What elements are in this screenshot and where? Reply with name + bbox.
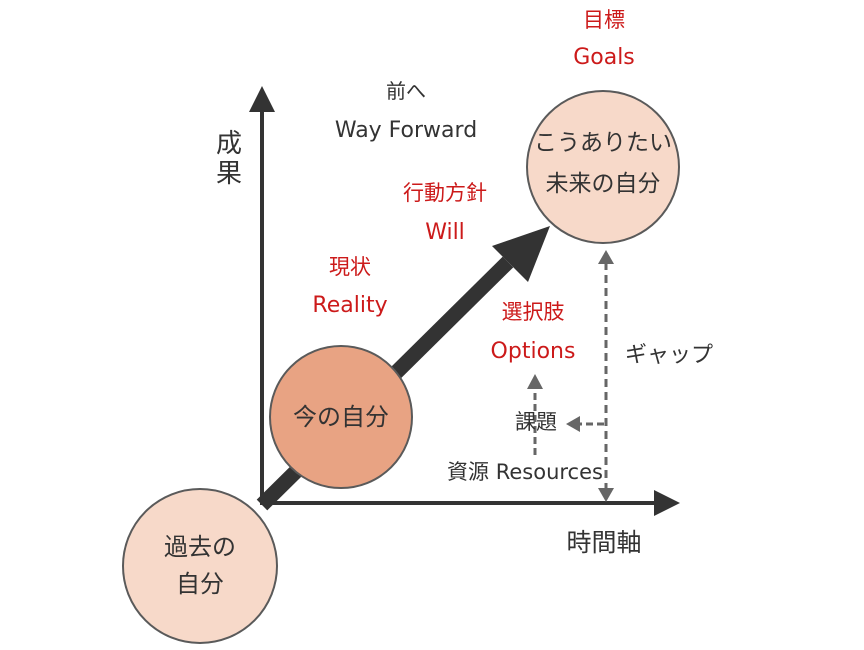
future-self-circle	[526, 90, 680, 244]
past-self-label-line2: 自分	[176, 570, 224, 598]
past-self-circle	[122, 488, 278, 644]
resources-label: 資源 Resources	[447, 460, 603, 484]
past-self-label-line1: 過去の	[164, 533, 236, 561]
x-axis-arrowhead	[654, 490, 680, 516]
reality-label-ja: 現状	[329, 255, 371, 279]
options-label-en: Options	[490, 339, 576, 364]
future-self-label-line2: 未来の自分	[545, 171, 661, 197]
y-axis-label: 成果	[215, 129, 242, 189]
options-arrowhead	[527, 374, 543, 389]
present-self-circle	[269, 345, 413, 489]
x-axis-label: 時間軸	[566, 528, 642, 557]
gap-arrowhead-top	[598, 250, 614, 264]
goals-label-ja: 目標	[583, 8, 625, 32]
gap-arrowhead-bottom	[598, 488, 614, 502]
issue-label: 課題	[515, 410, 557, 434]
way-forward-label-ja: 前へ	[386, 79, 426, 103]
reality-label-en: Reality	[312, 293, 388, 318]
will-arrow-head	[492, 226, 550, 282]
present-self-label: 今の自分	[293, 403, 389, 431]
goals-label-en: Goals	[573, 45, 635, 70]
will-label-ja: 行動方針	[403, 181, 487, 205]
future-self-label-line1: こうありたい	[534, 130, 672, 156]
way-forward-label-en: Way Forward	[334, 118, 478, 143]
y-axis-arrowhead	[249, 86, 275, 112]
issue-arrowhead	[566, 416, 580, 432]
options-label-ja: 選択肢	[501, 300, 565, 324]
will-label-en: Will	[425, 220, 465, 245]
gap-label: ギャップ	[624, 343, 713, 368]
